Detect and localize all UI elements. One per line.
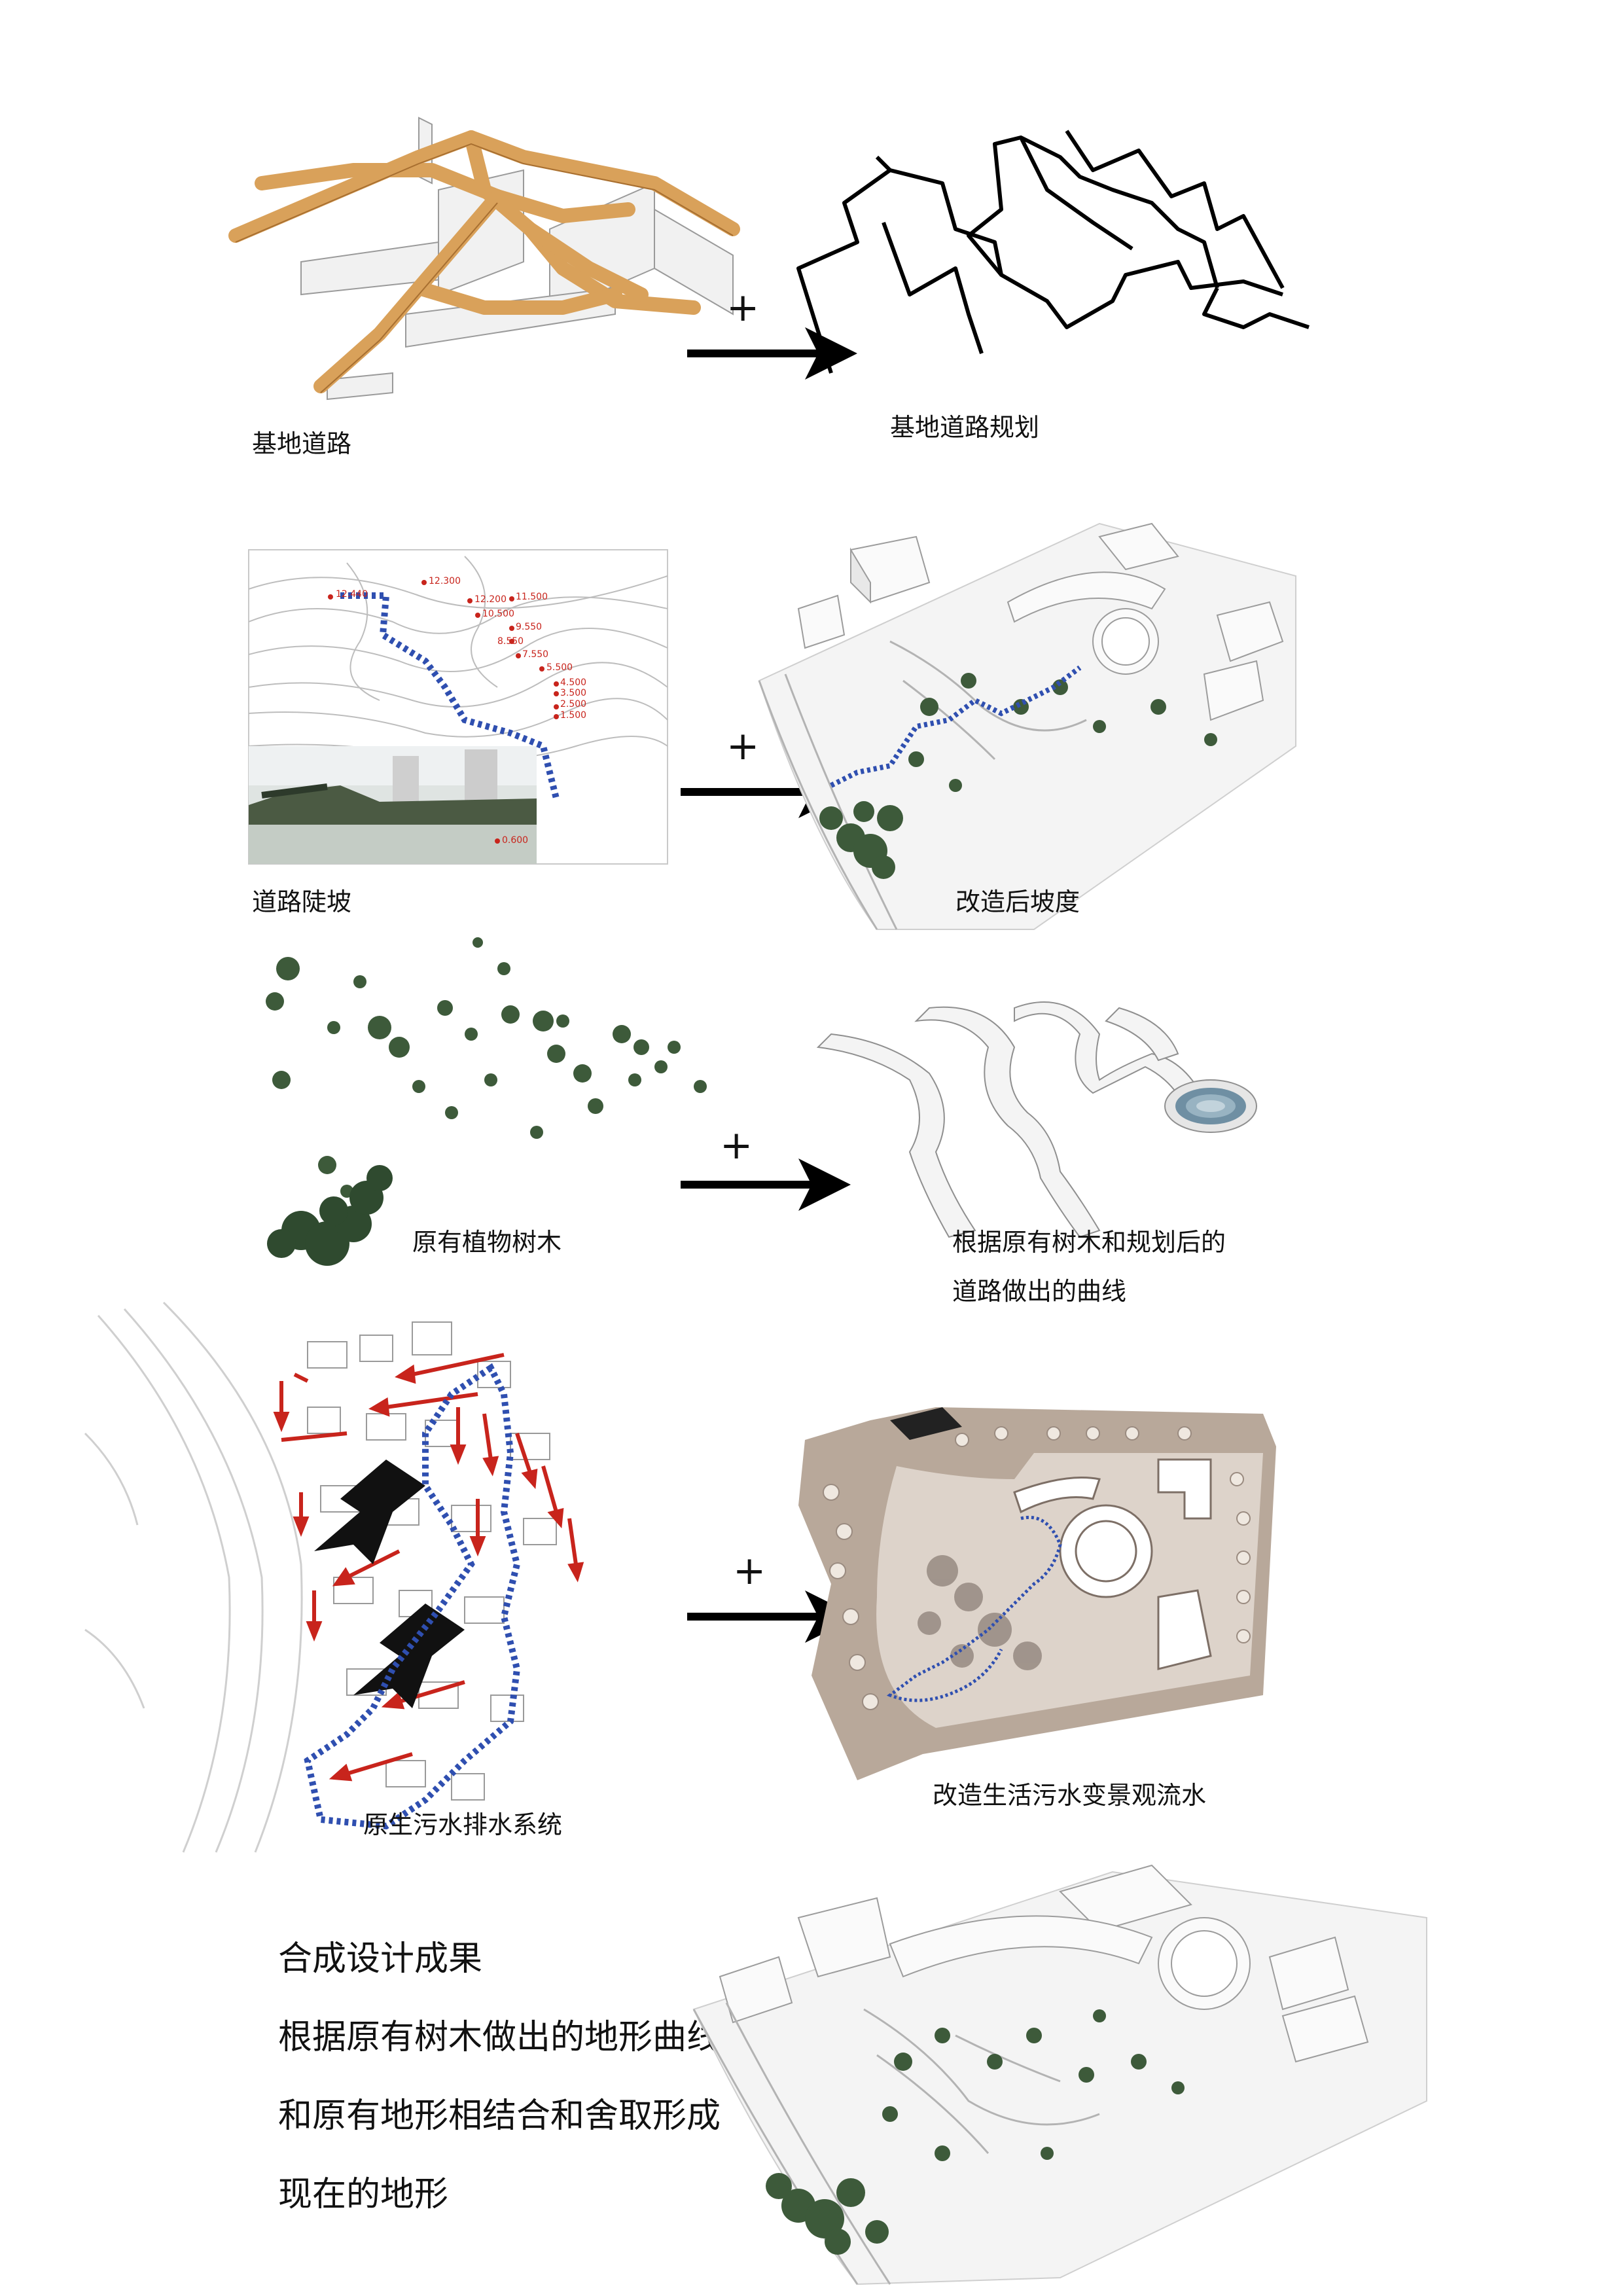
elevation-label: 7.550	[522, 649, 549, 660]
right-arrow-icon	[681, 1158, 851, 1211]
drainage-system-figure	[84, 1301, 584, 1853]
caption-slope-after-renovation: 改造后坡度	[955, 888, 1080, 916]
plus-sign: +	[726, 723, 760, 769]
elevation-label: 1.500	[560, 710, 587, 721]
final-terrain-axonometric-figure	[692, 1864, 1427, 2286]
right-arrow-icon	[687, 327, 857, 380]
caption-sewage-to-landscape-water: 改造生活污水变景观流水	[933, 1781, 1207, 1810]
summary-line: 和原有地形相结合和舍取形成	[278, 2096, 721, 2136]
elevation-label: 12.440	[336, 589, 368, 600]
row2-left-slope-map: 12.440 12.300 12.200 11.500 10.500 9.550…	[248, 549, 668, 865]
caption-road-steep-slope: 道路陡坡	[252, 888, 352, 916]
summary-line: 根据原有树木做出的地形曲线	[278, 2018, 721, 2057]
elevation-label: 12.300	[429, 576, 461, 586]
row1-right-road-lines	[785, 130, 1310, 393]
caption-curves-line2: 道路做出的曲线	[952, 1277, 1127, 1306]
elevation-label: 0.600	[502, 835, 529, 846]
landscape-water-plan-figure	[798, 1407, 1276, 1780]
row2-right-axonometric	[758, 511, 1296, 942]
elevation-label: 3.500	[560, 688, 587, 698]
elevation-label: 5.500	[546, 662, 573, 673]
plus-sign: +	[733, 1548, 766, 1594]
elevation-label: 4.500	[560, 677, 587, 688]
curved-walls-figure	[816, 1001, 1257, 1238]
axonometric-site-figure	[758, 522, 1296, 930]
row3-left-trees	[229, 916, 753, 1283]
caption-original-sewage-system: 原生污水排水系统	[363, 1810, 563, 1839]
caption-road-planning: 基地道路规划	[890, 413, 1040, 442]
elevation-label: 9.550	[516, 622, 543, 632]
elevation-label: 10.500	[482, 609, 514, 619]
caption-site-roads: 基地道路	[252, 429, 352, 458]
row1-connector: +	[687, 288, 857, 393]
contour-map-figure	[248, 549, 668, 865]
summary-final-terrain	[692, 1864, 1427, 2286]
existing-trees-figure	[266, 937, 707, 1266]
row3-right-curved-walls	[816, 982, 1276, 1257]
caption-existing-vegetation: 原有植物树木	[412, 1228, 562, 1257]
row4-right-landscape-plan	[792, 1401, 1276, 1780]
summary-title: 合成设计成果	[278, 1939, 483, 1979]
row3-connector: +	[681, 1126, 851, 1230]
road-plan-lines-figure	[796, 130, 1310, 374]
road-3d-model-figure	[228, 117, 740, 401]
elevation-label: 11.500	[516, 592, 548, 602]
elevation-label: 12.200	[474, 594, 507, 605]
plus-sign: +	[726, 285, 760, 331]
caption-curves-line1: 根据原有树木和规划后的	[952, 1228, 1226, 1257]
plus-sign: +	[720, 1122, 753, 1168]
elevation-label: 2.500	[560, 699, 587, 709]
summary-line: 现在的地形	[278, 2175, 449, 2214]
row4-left-drainage-map	[84, 1301, 687, 1859]
elevation-label: 8.550	[497, 636, 524, 647]
row1-left-road-model	[223, 98, 746, 406]
